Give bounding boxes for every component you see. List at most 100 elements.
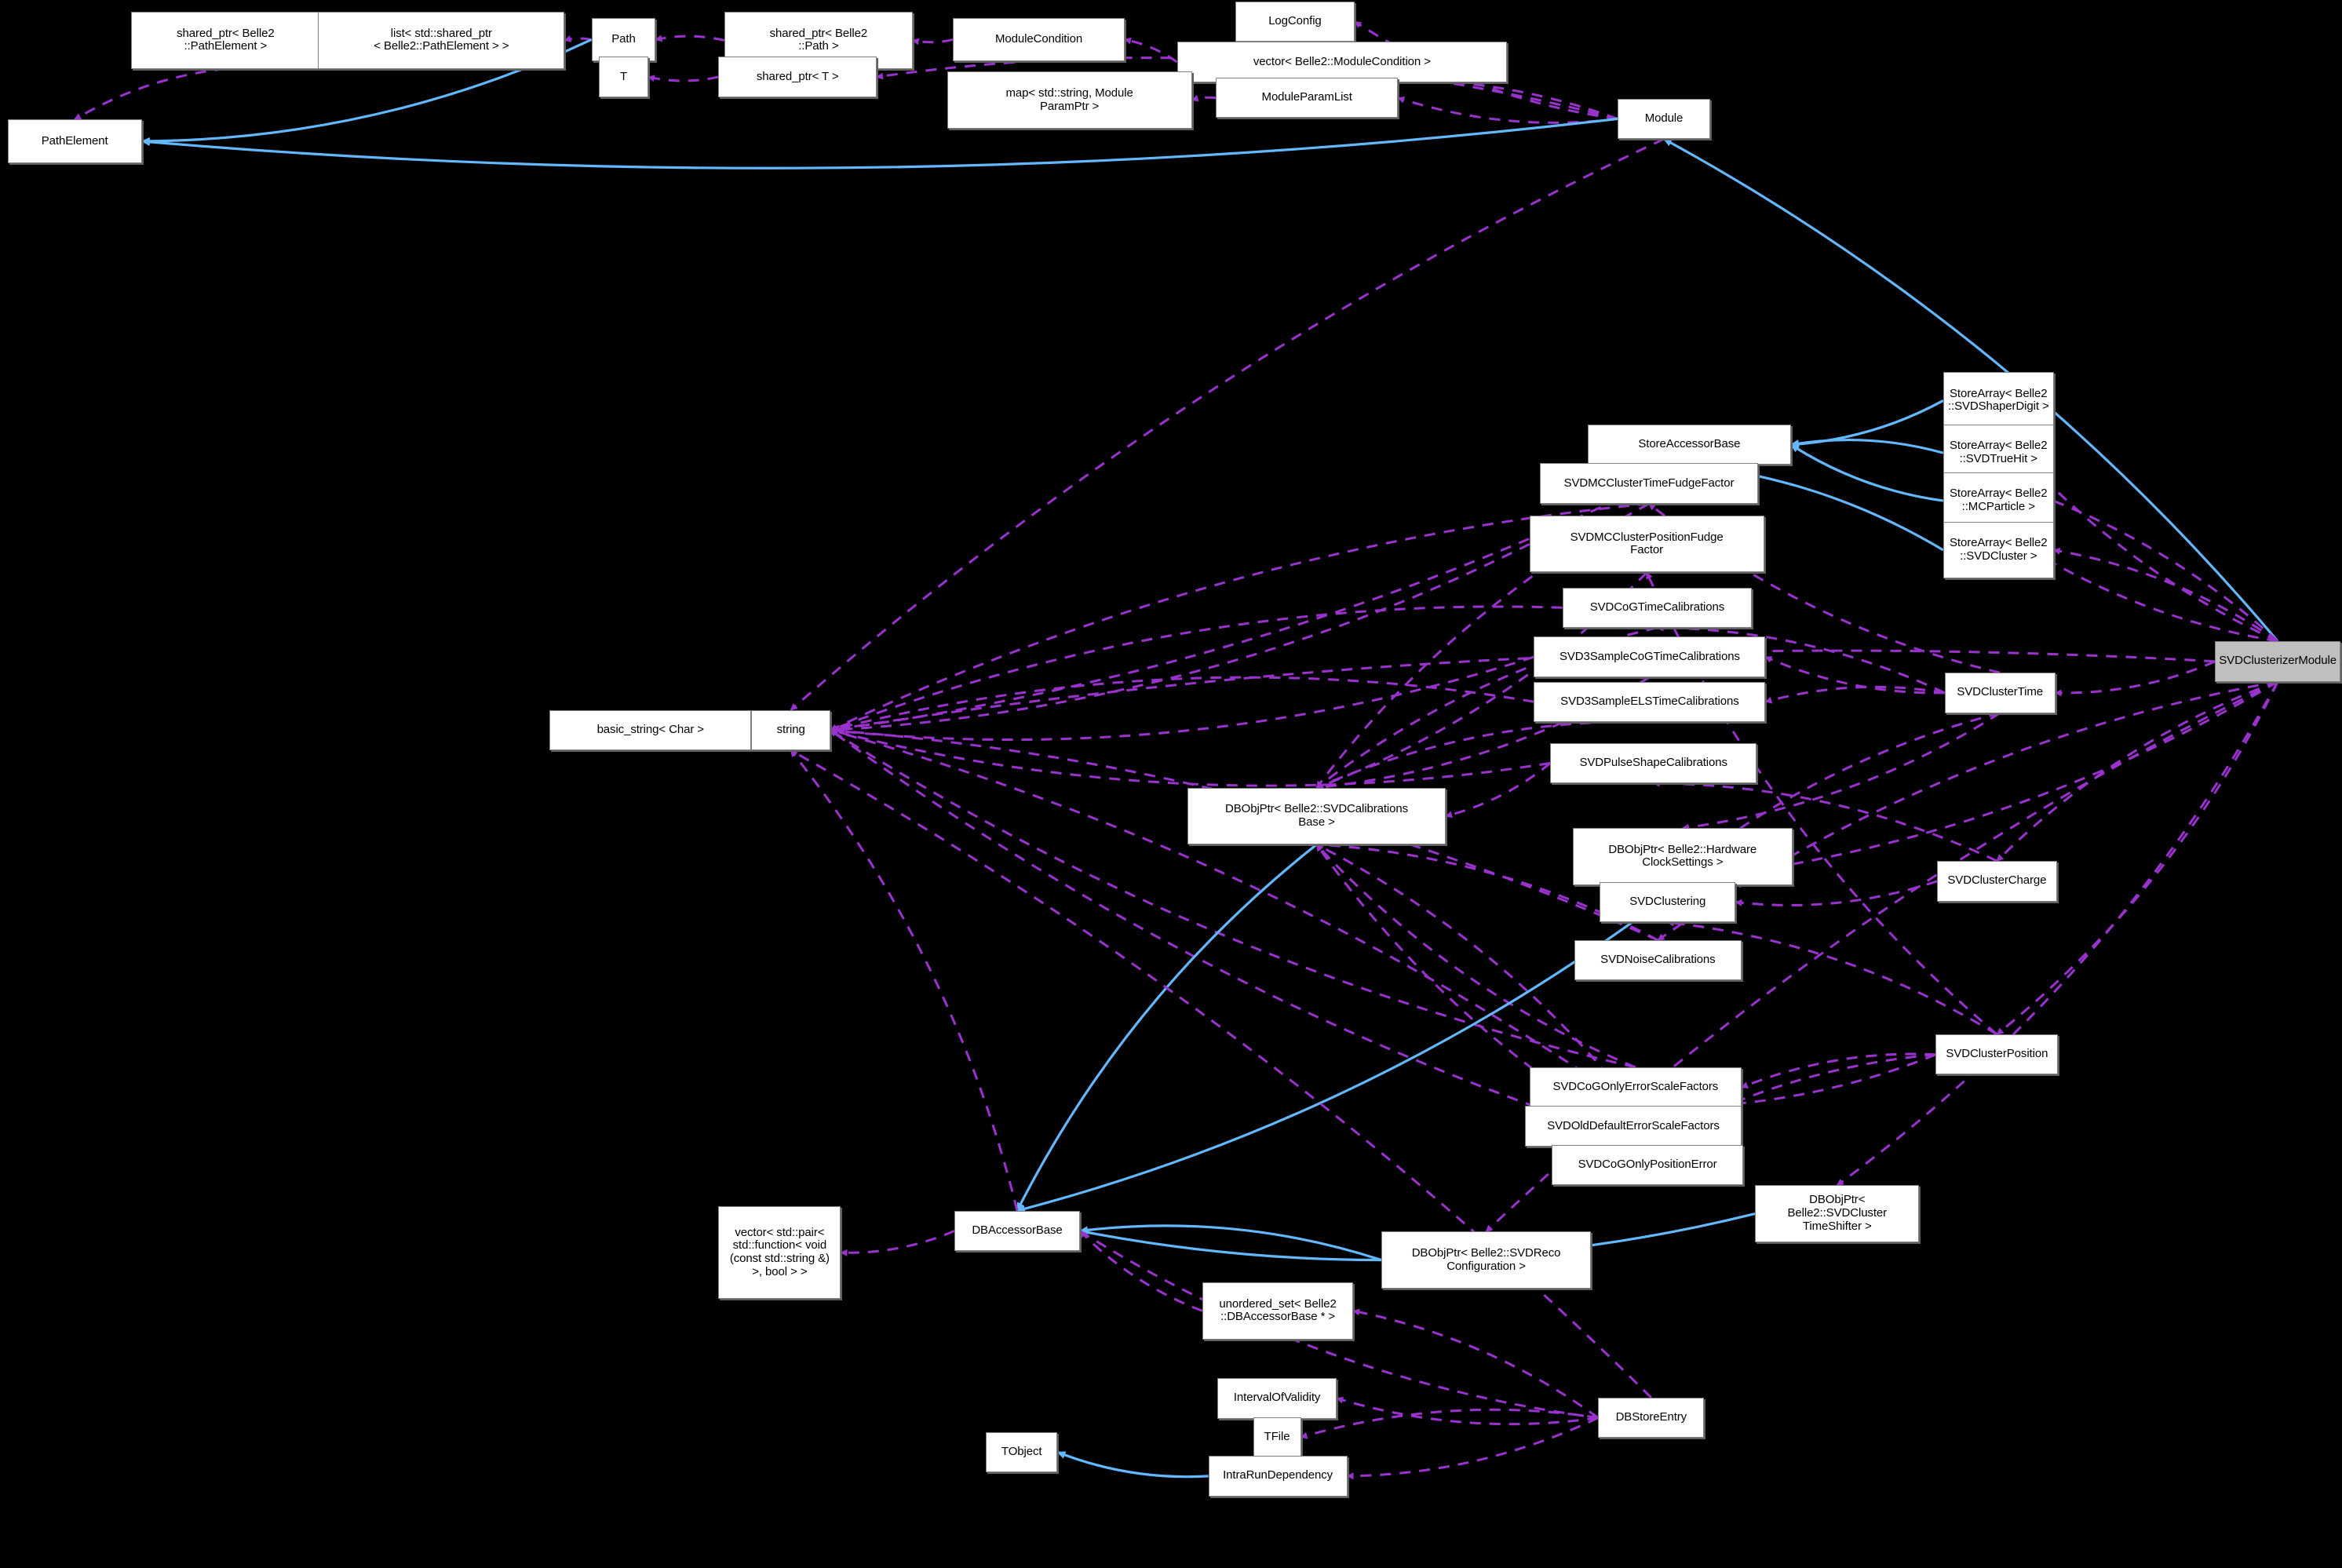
graph-edge-SVDPulseShapeCalibrations-to-string xyxy=(830,728,1551,787)
graph-node-label: StoreArray< Belle2 ::SVDTrueHit > xyxy=(1950,439,2048,466)
graph-edge-shared_ptr_PathElement-to-PathElement xyxy=(74,67,226,121)
graph-node-label: DBObjPtr< Belle2::SVDCalibrations Base > xyxy=(1225,802,1409,829)
graph-edge-DBStoreEntry-to-IntervalOfValidity xyxy=(1336,1396,1599,1426)
graph-node-shared_ptr_PathElement[interactable]: shared_ptr< Belle2 ::PathElement > xyxy=(131,12,320,69)
graph-node-StoreArray_SVDTrueHit[interactable]: StoreArray< Belle2 ::SVDTrueHit > xyxy=(1943,424,2054,482)
graph-node-SVDClusterCharge[interactable]: SVDClusterCharge xyxy=(1937,861,2057,902)
graph-node-label: SVDClusterPosition xyxy=(1946,1047,2048,1061)
graph-node-label: shared_ptr< Belle2 ::Path > xyxy=(769,26,868,53)
graph-edge-unordered_set_DBAccessorBase-to-DBAccessorBase xyxy=(1078,1230,1203,1312)
graph-edge-DBStoreEntry-to-TFile xyxy=(1300,1408,1599,1439)
graph-node-StoreArray_SVDCluster[interactable]: StoreArray< Belle2 ::SVDCluster > xyxy=(1943,521,2054,579)
graph-node-DBAccessorBase[interactable]: DBAccessorBase xyxy=(954,1210,1080,1252)
graph-node-label: DBObjPtr< Belle2::Hardware ClockSettings… xyxy=(1608,842,1757,870)
graph-node-label: SVDClusterCharge xyxy=(1947,873,2047,888)
graph-node-SVDMCClusterPositionFudgeFactor[interactable]: SVDMCClusterPositionFudge Factor xyxy=(1529,516,1764,573)
graph-node-SVDCoGTimeCalibrations[interactable]: SVDCoGTimeCalibrations xyxy=(1562,587,1753,628)
graph-node-label: T xyxy=(619,69,628,83)
graph-edge-ModuleCondition-to-shared_ptr_Path xyxy=(911,38,954,46)
graph-node-DBObjPtr_SVDRecoConfiguration[interactable]: DBObjPtr< Belle2::SVDReco Configuration … xyxy=(1381,1231,1591,1289)
graph-node-StoreAccessorBase[interactable]: StoreAccessorBase xyxy=(1587,424,1791,465)
graph-node-IntraRunDependency[interactable]: IntraRunDependency xyxy=(1208,1456,1348,1497)
graph-edge-Module-to-PathElement xyxy=(140,117,1618,170)
graph-edge-SVDOldDefaultErrorScaleFactors-to-string xyxy=(830,728,1634,1107)
graph-node-SVDMCClusterTimeFudgeFactor[interactable]: SVDMCClusterTimeFudgeFactor xyxy=(1540,463,1758,504)
graph-node-ModuleCondition[interactable]: ModuleCondition xyxy=(953,17,1125,62)
graph-edge-DBStoreEntry-to-unordered_set_DBAccessorBase xyxy=(1352,1308,1600,1419)
graph-node-SVDPulseShapeCalibrations[interactable]: SVDPulseShapeCalibrations xyxy=(1550,742,1756,784)
graph-node-DBObjPtr_SVDCalibrationsBase[interactable]: DBObjPtr< Belle2::SVDCalibrations Base > xyxy=(1187,787,1446,845)
graph-node-basic_string_Char[interactable]: basic_string< Char > xyxy=(549,709,752,751)
graph-edge-Path-to-list_shared_ptr_PathElement xyxy=(564,35,592,42)
graph-node-label: StoreArray< Belle2 ::MCParticle > xyxy=(1950,487,2048,514)
graph-node-PathElement[interactable]: PathElement xyxy=(7,119,142,163)
graph-node-label: LogConfig xyxy=(1268,14,1322,28)
graph-node-label: basic_string< Char > xyxy=(596,723,705,737)
graph-edge-SVD3SampleCoGTimeCalibrations-to-string xyxy=(830,655,1534,742)
graph-node-label: map< std::string, Module ParamPtr > xyxy=(1005,86,1133,113)
graph-node-label: TFile xyxy=(1264,1429,1290,1443)
graph-edge-DBObjPtr_SVDRecoConfiguration-to-DBAccessorBase xyxy=(1078,1224,1382,1262)
graph-edge-IntraRunDependency-to-TObject xyxy=(1056,1450,1209,1479)
graph-node-SVDCoGOnlyPositionError[interactable]: SVDCoGOnlyPositionError xyxy=(1552,1144,1743,1186)
graph-node-SVDClusterPosition[interactable]: SVDClusterPosition xyxy=(1935,1034,2059,1075)
graph-node-label: IntraRunDependency xyxy=(1223,1468,1333,1482)
graph-node-label: DBAccessorBase xyxy=(972,1223,1063,1238)
graph-node-StoreArray_MCParticle[interactable]: StoreArray< Belle2 ::MCParticle > xyxy=(1943,472,2054,530)
graph-node-vector_pair_function_bool[interactable]: vector< std::pair< std::function< void (… xyxy=(718,1206,841,1300)
graph-node-LogConfig[interactable]: LogConfig xyxy=(1235,1,1355,42)
graph-node-list_shared_ptr_PathElement[interactable]: list< std::shared_ptr < Belle2::PathElem… xyxy=(318,12,565,69)
graph-node-DBObjPtr_HardwareClockSettings[interactable]: DBObjPtr< Belle2::Hardware ClockSettings… xyxy=(1572,828,1793,885)
graph-node-SVD3SampleCoGTimeCalibrations[interactable]: SVD3SampleCoGTimeCalibrations xyxy=(1534,636,1766,677)
graph-node-label: SVDOldDefaultErrorScaleFactors xyxy=(1547,1118,1720,1132)
graph-node-label: SVDCoGOnlyErrorScaleFactors xyxy=(1552,1080,1719,1094)
graph-edge-ModuleParamList-to-map_string_ModuleParamPtr xyxy=(1191,94,1217,102)
graph-node-SVDClustering[interactable]: SVDClustering xyxy=(1600,881,1736,923)
graph-node-StoreArray_SVDShaperDigit[interactable]: StoreArray< Belle2 ::SVDShaperDigit > xyxy=(1943,372,2054,429)
graph-node-SVDNoiseCalibrations[interactable]: SVDNoiseCalibrations xyxy=(1574,940,1742,981)
graph-edge-SVD3SampleELSTimeCalibrations-to-string xyxy=(830,676,1534,732)
graph-edge-shared_ptr_T-to-T xyxy=(647,75,719,82)
graph-edge-SVDCoGOnlyErrorScaleFactors-to-string xyxy=(830,729,1636,1069)
graph-edge-DBObjPtr_SVDCalibrationsBase-to-DBAccessorBase xyxy=(1016,843,1318,1212)
graph-edge-SVDPulseShapeCalibrations-to-DBObjPtr_SVDCalibrationsBase xyxy=(1445,762,1552,819)
graph-edge-DBStoreEntry-to-IntraRunDependency xyxy=(1346,1417,1599,1480)
graph-edge-SVDClusterizerModule-to-SVDClusterPosition xyxy=(1996,680,2279,1036)
graph-node-SVDOldDefaultErrorScaleFactors[interactable]: SVDOldDefaultErrorScaleFactors xyxy=(1525,1106,1742,1147)
graph-node-label: StoreAccessorBase xyxy=(1638,437,1741,451)
graph-node-label: Path xyxy=(611,32,636,46)
graph-node-T[interactable]: T xyxy=(599,57,648,97)
graph-edge-DBAccessorBase-to-vector_pair_function_bool xyxy=(840,1230,955,1256)
graph-node-label: vector< Belle2::ModuleCondition > xyxy=(1253,54,1431,68)
graph-node-SVDClusterizerModule[interactable]: SVDClusterizerModule xyxy=(2215,641,2341,682)
graph-node-SVD3SampleELSTimeCalibrations[interactable]: SVD3SampleELSTimeCalibrations xyxy=(1534,681,1766,722)
graph-edge-SVDMCClusterPositionFudgeFactor-to-string xyxy=(830,542,1530,734)
graph-node-shared_ptr_T[interactable]: shared_ptr< T > xyxy=(718,57,877,97)
graph-node-label: StoreArray< Belle2 ::SVDCluster > xyxy=(1950,536,2048,563)
graph-node-label: SVDNoiseCalibrations xyxy=(1600,953,1716,967)
graph-edge-StoreArray_SVDTrueHit-to-StoreAccessorBase xyxy=(1789,438,1944,454)
graph-node-label: ModuleParamList xyxy=(1261,90,1352,104)
graph-node-vector_ModuleCondition[interactable]: vector< Belle2::ModuleCondition > xyxy=(1176,42,1508,82)
graph-node-SVDClusterTime[interactable]: SVDClusterTime xyxy=(1944,673,2056,713)
graph-edge-DBAccessorBase-to-string xyxy=(790,749,1019,1212)
graph-node-SVDCoGOnlyErrorScaleFactors[interactable]: SVDCoGOnlyErrorScaleFactors xyxy=(1529,1067,1742,1108)
graph-node-TFile[interactable]: TFile xyxy=(1253,1417,1301,1458)
graph-node-ModuleParamList[interactable]: ModuleParamList xyxy=(1216,78,1399,119)
graph-edge-SVDMCClusterTimeFudgeFactor-to-string xyxy=(830,502,1650,731)
graph-node-string[interactable]: string xyxy=(751,709,831,751)
graph-edge-SVDClusterizerModule-to-DBObjPtr_SVDClusterTimeShifter xyxy=(1836,680,2279,1187)
graph-node-Module[interactable]: Module xyxy=(1618,98,1710,140)
graph-node-IntervalOfValidity[interactable]: IntervalOfValidity xyxy=(1217,1378,1337,1419)
graph-node-label: Module xyxy=(1644,111,1684,126)
graph-node-DBObjPtr_SVDClusterTimeShifter[interactable]: DBObjPtr< Belle2::SVDCluster TimeShifter… xyxy=(1755,1185,1920,1242)
graph-node-Path[interactable]: Path xyxy=(591,17,656,62)
graph-node-map_string_ModuleParamPtr[interactable]: map< std::string, Module ParamPtr > xyxy=(947,71,1192,129)
graph-node-TObject[interactable]: TObject xyxy=(986,1431,1058,1473)
graph-node-label: DBObjPtr< Belle2::SVDReco Configuration … xyxy=(1411,1245,1561,1273)
graph-edge-SVDClusterPosition-to-SVDCoGOnlyErrorScaleFactors xyxy=(1741,1052,1936,1089)
graph-node-DBStoreEntry[interactable]: DBStoreEntry xyxy=(1598,1397,1705,1439)
graph-node-unordered_set_DBAccessorBase[interactable]: unordered_set< Belle2 ::DBAccessorBase *… xyxy=(1202,1282,1354,1340)
graph-edge-SVDClusterTime-to-SVD3SampleELSTimeCalibrations xyxy=(1764,685,1946,704)
